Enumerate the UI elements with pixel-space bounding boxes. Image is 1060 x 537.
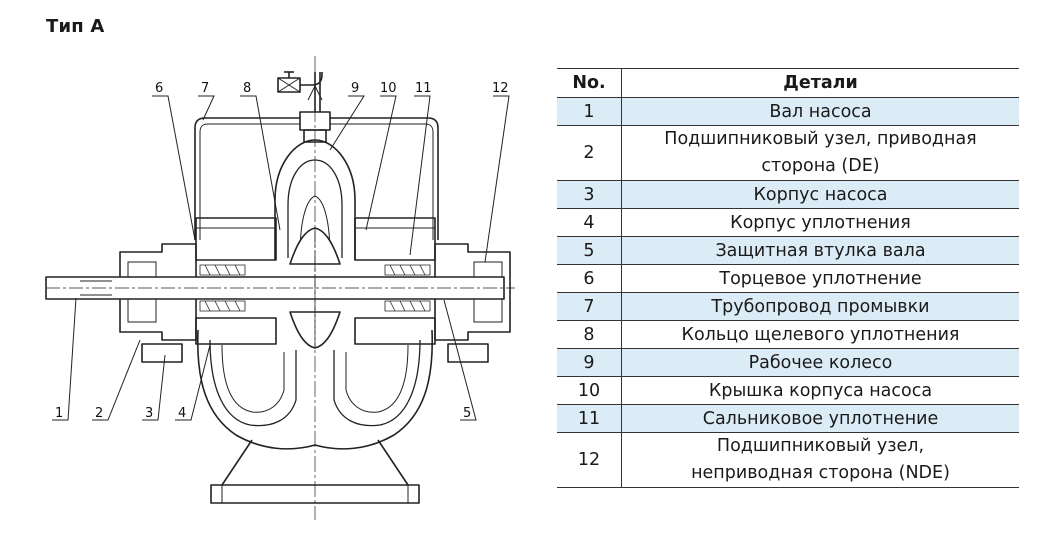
part-name: Сальниковое уплотнение <box>621 404 1019 433</box>
part-number: 8 <box>557 320 622 349</box>
part-number: 7 <box>557 292 622 321</box>
part-number: 12 <box>557 432 622 488</box>
column-header-parts: Детали <box>621 68 1019 98</box>
table-row: 10 Крышка корпуса насоса <box>557 376 1019 405</box>
parts-table: No. Детали 1 Вал насоса 2 Подшипниковый … <box>557 68 1019 488</box>
part-number: 2 <box>557 125 622 181</box>
part-name-line: Крышка корпуса насоса <box>708 380 933 401</box>
part-name: Рабочее колесо <box>621 348 1019 377</box>
part-name: Защитная втулка вала <box>621 236 1019 265</box>
part-name-line: Корпус насоса <box>753 184 888 205</box>
parts-table-header: No. Детали <box>557 68 1019 98</box>
table-row: 4 Корпус уплотнения <box>557 208 1019 237</box>
part-name-line: Подшипниковый узел, приводная <box>664 129 977 149</box>
table-row: 7 Трубопровод промывки <box>557 292 1019 321</box>
callout-8: 8 <box>243 81 251 96</box>
callout-6: 6 <box>155 81 163 96</box>
parts-table-body: 1 Вал насоса 2 Подшипниковый узел, приво… <box>557 97 1019 488</box>
part-number: 9 <box>557 348 622 377</box>
table-row: 1 Вал насоса <box>557 97 1019 126</box>
callout-1: 1 <box>55 406 63 421</box>
callout-11: 11 <box>415 81 432 96</box>
part-name: Торцевое уплотнение <box>621 264 1019 293</box>
flushing-pipe <box>194 117 300 240</box>
part-name-line: Подшипниковый узел, <box>716 436 925 456</box>
table-row: 11 Сальниковое уплотнение <box>557 404 1019 433</box>
part-number: 5 <box>557 236 622 265</box>
table-row: 12 Подшипниковый узел, неприводная сторо… <box>557 432 1019 488</box>
table-row: 8 Кольцо щелевого уплотнения <box>557 320 1019 349</box>
part-name-line: Торцевое уплотнение <box>719 268 922 289</box>
part-name-line: Рабочее колесо <box>748 352 893 373</box>
callout-4: 4 <box>178 406 186 421</box>
callout-9: 9 <box>351 81 359 96</box>
part-number: 10 <box>557 376 622 405</box>
part-name-line: Корпус уплотнения <box>730 212 911 233</box>
part-name: Корпус насоса <box>621 180 1019 209</box>
callout-7: 7 <box>201 81 209 96</box>
table-row: 6 Торцевое уплотнение <box>557 264 1019 293</box>
part-name-line: Кольцо щелевого уплотнения <box>681 324 960 345</box>
part-name-line: Сальниковое уплотнение <box>702 408 939 429</box>
table-row: 9 Рабочее колесо <box>557 348 1019 377</box>
part-name: Корпус уплотнения <box>621 208 1019 237</box>
callout-3: 3 <box>145 406 153 421</box>
part-name-line: неприводная сторона (NDE) <box>691 463 950 483</box>
part-number: 11 <box>557 404 622 433</box>
pump-cross-section-drawing: 6 7 8 9 10 11 12 1 2 3 4 5 <box>45 56 515 520</box>
callout-12: 12 <box>492 81 509 96</box>
part-name: Крышка корпуса насоса <box>621 376 1019 405</box>
callout-5: 5 <box>463 406 471 421</box>
callout-10: 10 <box>380 81 397 96</box>
table-row: 5 Защитная втулка вала <box>557 236 1019 265</box>
part-name-line: Вал насоса <box>769 101 872 122</box>
part-number: 6 <box>557 264 622 293</box>
part-name: Трубопровод промывки <box>621 292 1019 321</box>
table-row: 3 Корпус насоса <box>557 180 1019 209</box>
part-number: 3 <box>557 180 622 209</box>
part-name: Подшипниковый узел, неприводная сторона … <box>621 432 1019 488</box>
shaft <box>45 276 505 300</box>
part-name: Подшипниковый узел, приводная сторона (D… <box>621 125 1019 181</box>
bearing-housing-de <box>119 243 197 341</box>
bearing-housing-nde <box>434 243 511 341</box>
part-name-line: сторона (DE) <box>761 156 880 176</box>
callout-2: 2 <box>95 406 103 421</box>
part-name-line: Трубопровод промывки <box>711 296 930 317</box>
part-number: 1 <box>557 97 622 126</box>
part-name: Кольцо щелевого уплотнения <box>621 320 1019 349</box>
table-row: 2 Подшипниковый узел, приводная сторона … <box>557 125 1019 181</box>
part-name: Вал насоса <box>621 97 1019 126</box>
page-title: Тип А <box>46 16 105 37</box>
part-number: 4 <box>557 208 622 237</box>
part-name-line: Защитная втулка вала <box>715 240 926 261</box>
column-header-number: No. <box>557 68 622 98</box>
